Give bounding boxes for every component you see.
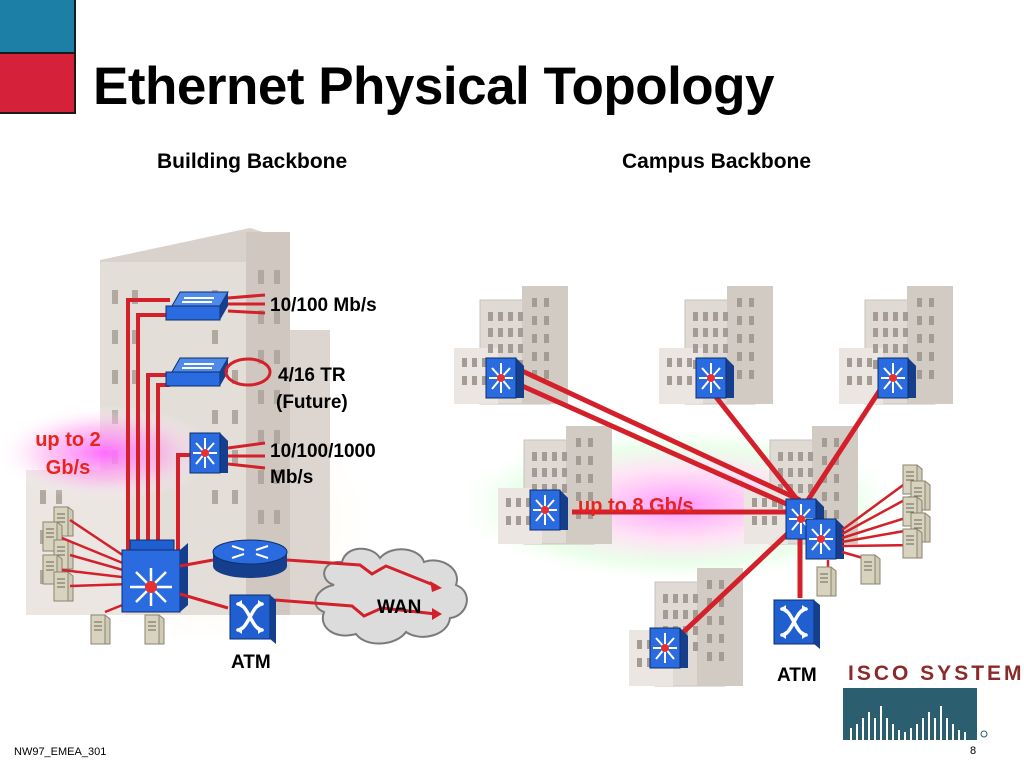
multilayer-switch-icon <box>189 432 229 474</box>
slide-title: Ethernet Physical Topology <box>93 57 775 116</box>
switch-icon <box>165 291 229 321</box>
token-ring-label: 4/16 TR <box>278 365 346 386</box>
page-number: 8 <box>970 745 977 757</box>
atm-switch-icon <box>772 598 822 651</box>
footer-code: NW97_EMEA_301 <box>14 746 107 758</box>
gigabit-unit: Mb/s <box>270 467 314 488</box>
building-backbone-heading: Building Backbone <box>157 150 348 173</box>
campus-speed-label: up to 8 Gb/s <box>578 495 694 517</box>
gigabit-label: 10/100/1000 <box>270 441 376 462</box>
switch-icon <box>165 357 229 387</box>
building-speed-unit: Gb/s <box>45 457 91 479</box>
wan-label: WAN <box>377 597 422 618</box>
cisco-logo-text: ISCO SYSTEMS <box>848 662 1024 685</box>
router-icon <box>212 539 288 578</box>
cisco-logo <box>843 688 988 740</box>
campus-backbone-heading: Campus Backbone <box>622 150 812 173</box>
atm-label-building: ATM <box>231 652 271 673</box>
corner-accent-red <box>0 54 76 114</box>
atm-switch-icon <box>228 593 278 646</box>
building-speed-label: up to 2 <box>35 429 101 451</box>
atm-label-campus: ATM <box>777 665 817 686</box>
multilayer-switch-icon <box>121 539 188 613</box>
link-speed-label: 10/100 Mb/s <box>270 295 377 316</box>
token-ring-note: (Future) <box>276 392 348 413</box>
cloud-icon <box>314 547 468 645</box>
corner-accent-blue <box>0 0 76 54</box>
